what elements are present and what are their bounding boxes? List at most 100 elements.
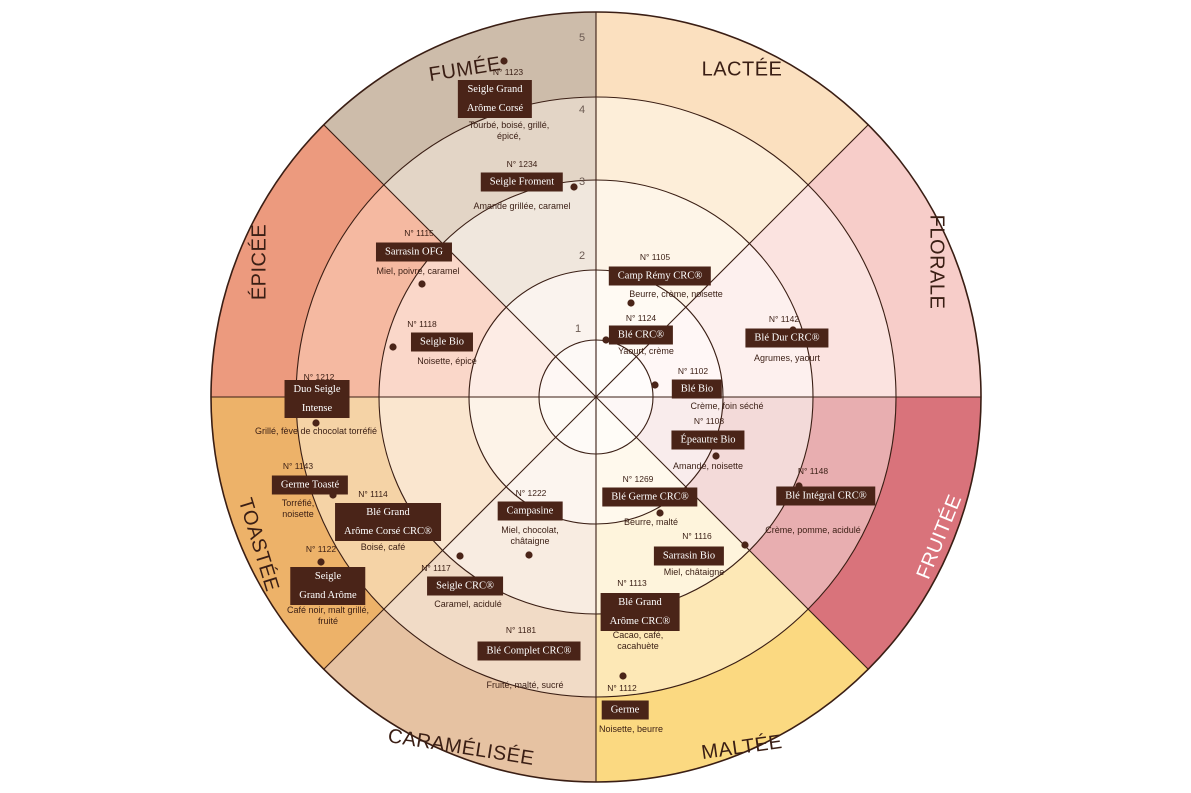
bread-number: N° 1105 — [639, 252, 671, 262]
bread-name-label: Blé CRC® — [608, 325, 674, 345]
bread-number: N° 1143 — [282, 461, 314, 471]
bread-tasting-notes: Café noir, malt grillé,fruité — [286, 605, 370, 626]
ring-scale-number: 3 — [578, 176, 586, 188]
bread-tasting-notes: Fruité, malté, sucré — [486, 680, 564, 690]
spoke-line — [595, 396, 869, 670]
sector-band — [636, 307, 723, 397]
bread-marker-dot — [602, 336, 610, 344]
bread-number: N° 1234 — [506, 159, 538, 169]
bread-tasting-notes: Miel, châtaigne — [663, 567, 725, 577]
sector-band — [596, 12, 869, 185]
bread-marker-dot — [500, 57, 508, 65]
bread-marker-dot — [418, 280, 426, 288]
bread-tasting-notes: Tourbé, boisé, grillé,épicé, — [468, 120, 550, 141]
sector-band — [596, 397, 637, 454]
bread-tasting-notes: Grillé, fève de chocolat torréfié — [254, 426, 378, 436]
bread-marker-dot — [651, 381, 659, 389]
bread-marker-dot — [570, 183, 578, 191]
sector-band — [383, 97, 596, 244]
sector-band — [596, 550, 809, 697]
sector-band — [539, 397, 596, 438]
bread-tasting-notes: Crème, pomme, acidulé — [765, 525, 861, 535]
bread-number: N° 1113 — [617, 578, 647, 588]
bread-name-label: Sarrasin Bio — [653, 546, 725, 566]
bread-tasting-notes: Cacao, café,cacahuète — [612, 630, 664, 651]
bread-tasting-notes: Noisette, épicé — [417, 356, 477, 366]
bread-tasting-notes: Beurre, crème, noisette — [629, 289, 723, 299]
bread-marker-dot — [619, 672, 627, 680]
bread-name-label: Épeautre Bio — [671, 430, 745, 450]
sector-band — [539, 356, 596, 397]
bread-name-label: Blé Dur CRC® — [745, 328, 829, 348]
bread-number: N° 1269 — [622, 474, 654, 484]
bread-tasting-notes: Torréfié,noisette — [281, 498, 315, 519]
bread-name-label: Blé Bio — [671, 379, 723, 399]
bread-name-label: Seigle Bio — [410, 332, 474, 352]
bread-number: N° 1117 — [421, 563, 451, 573]
bread-tasting-notes: Beurre, malté — [623, 517, 679, 527]
bread-number: N° 1108 — [693, 416, 725, 426]
bread-name-label: Seigle CRC® — [427, 576, 503, 596]
bread-name-label: Germe — [601, 700, 649, 720]
bread-marker-dot — [456, 552, 464, 560]
ring-scale-number: 4 — [578, 104, 586, 116]
bread-number: N° 1118 — [407, 319, 437, 329]
sector-title-florale: FLORALE — [925, 214, 948, 310]
sector-band — [749, 184, 896, 397]
sector-band — [469, 307, 556, 397]
bread-name-label: Campasine — [497, 501, 563, 521]
bread-marker-dot — [741, 541, 749, 549]
sector-band — [296, 184, 443, 397]
bread-tasting-notes: Amande, noisette — [672, 461, 744, 471]
sector-band — [323, 609, 596, 782]
bread-tasting-notes: Boisé, café — [360, 542, 406, 552]
sector-band — [596, 340, 637, 397]
ring-scale-number: 5 — [578, 32, 586, 44]
sector-title-épicée: ÉPICÉE — [248, 223, 271, 301]
spoke-line — [323, 124, 597, 398]
bread-number: N° 1123 — [492, 67, 524, 77]
sector-band — [808, 397, 981, 670]
sector-band — [808, 124, 981, 397]
sector-title-lactée: LACTÉE — [701, 58, 783, 81]
sector-band — [469, 397, 556, 487]
bread-number: N° 1116 — [682, 531, 712, 541]
bread-number: N° 1181 — [505, 625, 537, 635]
bread-number: N° 1115 — [404, 228, 434, 238]
bread-name-label: Sarrasin OFG — [375, 242, 453, 262]
bread-tasting-notes: Agrumes, yaourt — [753, 353, 821, 363]
bread-name-label: Blé Germe CRC® — [602, 487, 698, 507]
bread-marker-dot — [389, 343, 397, 351]
bread-marker-dot — [627, 299, 635, 307]
bread-number: N° 1222 — [515, 488, 547, 498]
bread-name-label: Germe Toasté — [271, 475, 349, 495]
bread-tasting-notes: Yaourt, crème — [618, 346, 674, 356]
bread-number: N° 1124 — [625, 313, 657, 323]
bread-tasting-notes: Miel, chocolat,châtaigne — [501, 525, 559, 546]
bread-marker-dot — [317, 558, 325, 566]
bread-tasting-notes: Miel, poivre, caramel — [376, 266, 460, 276]
bread-name-label: Blé Complet CRC® — [477, 641, 581, 661]
bread-number: N° 1102 — [677, 366, 709, 376]
spoke-line — [595, 124, 869, 398]
sector-band — [596, 356, 653, 397]
ring-scale-number: 2 — [578, 250, 586, 262]
bread-tasting-notes: Amande grillée, caramel — [473, 201, 571, 211]
bread-marker-dot — [525, 551, 533, 559]
sector-band — [555, 340, 596, 397]
bread-marker-dot — [712, 452, 720, 460]
bread-number: N° 1122 — [305, 544, 337, 554]
bread-marker-dot — [312, 419, 320, 427]
bread-tasting-notes: Crème, foin séché — [690, 401, 764, 411]
sector-band — [596, 97, 809, 244]
bread-name-label: Blé Intégral CRC® — [776, 486, 876, 506]
spoke-line — [323, 396, 597, 670]
bread-number: N° 1212 — [303, 372, 335, 382]
bread-tasting-notes: Caramel, acidulé — [434, 599, 502, 609]
sector-band — [211, 124, 384, 397]
